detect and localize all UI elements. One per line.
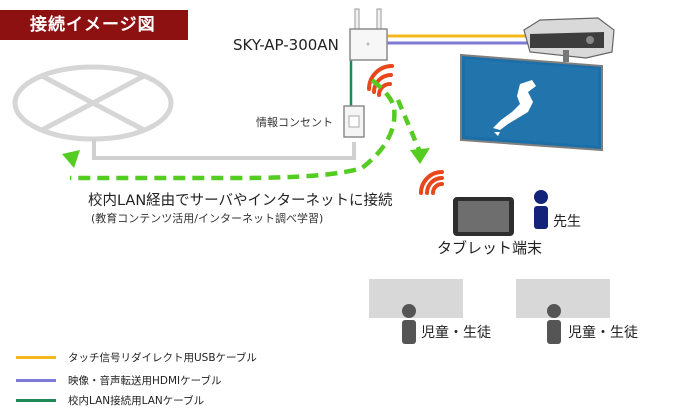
arrowhead-icon — [62, 150, 80, 168]
teacher-icon — [534, 190, 548, 229]
interactive-whiteboard — [460, 53, 603, 152]
tablet-label: タブレット端末 — [437, 239, 543, 257]
lan-route-caption: 校内LAN経由でサーバやインターネットに接続 — [88, 193, 393, 209]
page-title: 接続イメージ図 — [0, 10, 188, 40]
student-desk — [516, 279, 610, 318]
teacher-label: 先生 — [553, 214, 581, 230]
legend-label: 校内LAN接続用LANケーブル — [68, 395, 205, 407]
info-outlet-icon — [343, 105, 365, 138]
student-icon — [547, 304, 561, 344]
student-desk — [369, 279, 463, 318]
legend-swatch — [16, 399, 56, 402]
student-label: 児童・生徒 — [421, 325, 491, 341]
projector-icon — [523, 17, 615, 62]
wifi-icon — [419, 170, 444, 195]
legend-label: 映像・音声転送用HDMIケーブル — [68, 375, 222, 387]
access-point-icon — [349, 8, 388, 61]
student-icon — [402, 304, 416, 344]
legend-swatch — [16, 356, 56, 359]
arrowhead-icon — [410, 148, 430, 164]
info-outlet-label: 情報コンセント — [256, 116, 333, 129]
japan-map-icon — [493, 80, 536, 130]
network-cloud-icon — [12, 64, 174, 142]
lan-route-arrow — [395, 99, 423, 153]
lan-route-arrow — [70, 78, 397, 181]
legend-label: タッチ信号リダイレクト用USBケーブル — [68, 352, 257, 364]
legend-swatch — [16, 379, 56, 382]
wall-cable — [92, 139, 356, 160]
wifi-icon — [367, 64, 394, 97]
lan-route-subcaption: (教育コンテンツ活用/インターネット調べ学習) — [91, 212, 324, 225]
tablet-icon — [453, 197, 514, 236]
access-point-label: SKY-AP-300AN — [233, 36, 339, 54]
student-label: 児童・生徒 — [568, 325, 638, 341]
